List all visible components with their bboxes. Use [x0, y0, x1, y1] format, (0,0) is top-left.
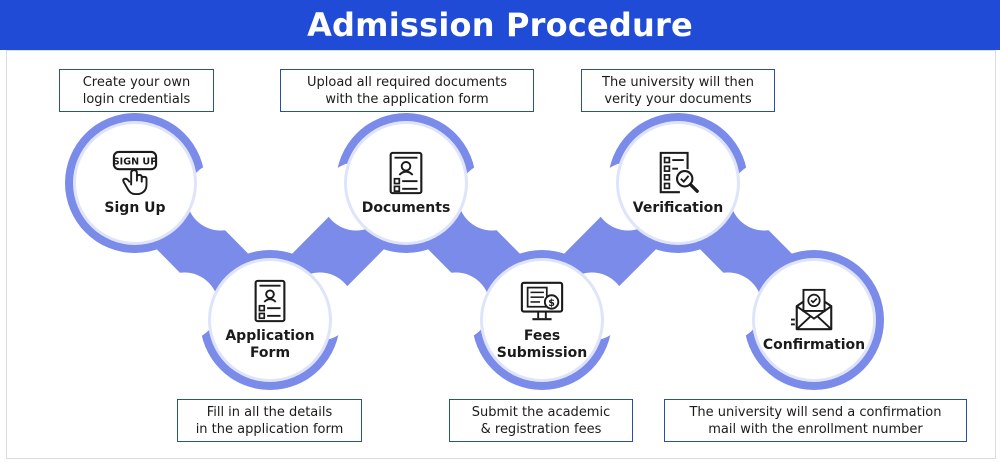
fees-monitor-icon: $	[520, 281, 564, 321]
step-description-sign-up: Create your own login credentials	[59, 69, 214, 112]
step-label-sign-up: Sign Up	[104, 199, 166, 216]
step-label-documents: Documents	[361, 199, 451, 216]
step-label-line: Application	[225, 328, 315, 344]
step-node-sign-up: SIGN UP Sign Up	[76, 124, 194, 242]
svg-text:SIGN UP: SIGN UP	[113, 156, 157, 167]
step-node-fees-submission: $ Fees Submission	[483, 261, 601, 379]
description-line: with the application form	[325, 91, 489, 107]
step-label-application-form: Application Form	[225, 328, 314, 362]
step-label-confirmation: Confirmation	[762, 336, 866, 353]
sign-up-hand-icon: SIGN UP	[113, 150, 157, 195]
description-line: verity your documents	[604, 91, 752, 107]
step-node-application-form: Application Form	[211, 261, 329, 379]
step-label-line: Form	[249, 345, 291, 361]
documents-icon	[389, 151, 423, 194]
description-line: login credentials	[82, 91, 191, 107]
description-line: Create your own	[82, 74, 191, 90]
description-line: & registration fees	[480, 421, 602, 437]
connector-notch	[422, 272, 490, 341]
verification-checklist-icon	[659, 151, 699, 193]
step-label-fees-submission: Fees Submission	[497, 328, 588, 362]
connector-notch	[458, 162, 526, 231]
description-line: mail with the enrollment number	[708, 421, 923, 437]
application-form-icon	[254, 279, 286, 323]
step-node-confirmation: Confirmation	[755, 261, 873, 379]
description-line: Submit the academic	[471, 404, 611, 420]
connector-notch	[150, 272, 219, 341]
connector-notch	[694, 272, 762, 341]
step-label-line: Fees	[523, 328, 561, 344]
description-line: The university will send a confirmation	[689, 404, 942, 420]
description-line: in the application form	[195, 421, 344, 437]
connector-notch	[730, 162, 798, 231]
step-node-verification: Verification	[619, 124, 737, 242]
description-line: The university will then	[602, 74, 754, 90]
description-line: Upload all required documents	[307, 74, 507, 90]
step-node-documents: Documents	[347, 124, 465, 242]
connector-notch	[186, 162, 255, 231]
step-label-line: Submission	[496, 345, 588, 361]
description-line: Fill in all the details	[206, 404, 333, 420]
step-description-verification: The university will then verity your doc…	[581, 69, 775, 112]
step-description-fees-submission: Submit the academic & registration fees	[449, 399, 633, 442]
step-label-verification: Verification	[632, 199, 724, 216]
page-title: Admission Procedure	[307, 6, 693, 44]
step-description-application-form: Fill in all the details in the applicati…	[177, 399, 362, 442]
step-description-documents: Upload all required documents with the a…	[280, 69, 534, 112]
header-banner: Admission Procedure	[0, 0, 1000, 50]
step-description-confirmation: The university will send a confirmation …	[664, 399, 967, 442]
svg-text:$: $	[548, 298, 555, 309]
confirmation-mail-icon	[791, 288, 833, 330]
